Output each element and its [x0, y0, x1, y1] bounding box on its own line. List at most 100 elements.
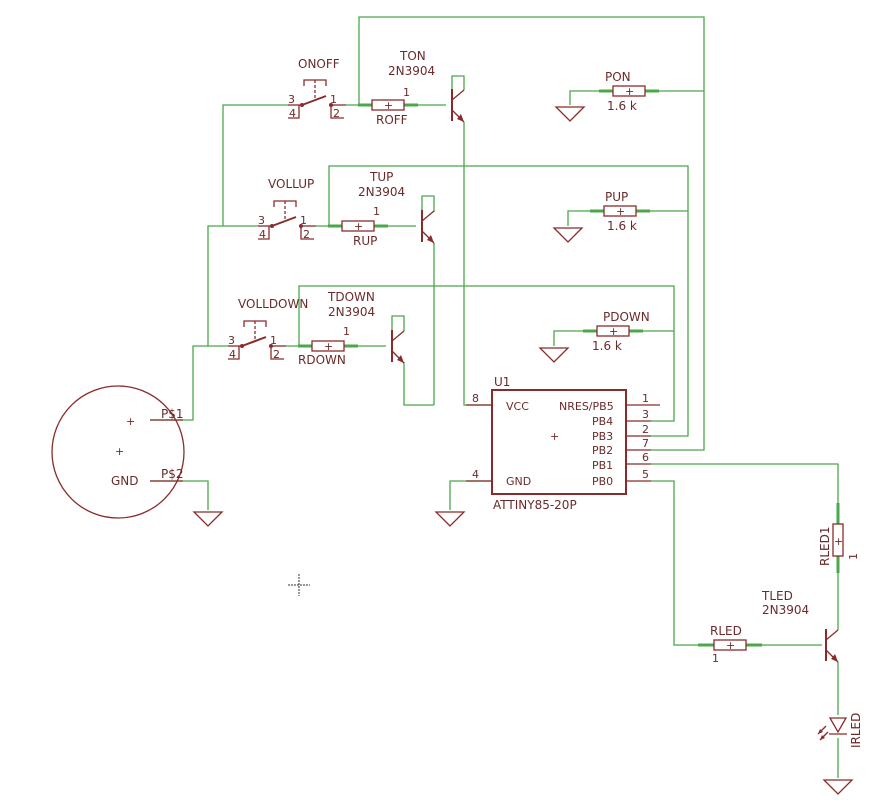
- chip-pin5-num: 5: [642, 468, 649, 481]
- resistor-pup-value: 1.6 k: [607, 219, 637, 233]
- transistor-tup-name: TUP: [369, 170, 393, 184]
- ground-icon-pon: [554, 106, 586, 122]
- svg-text:+: +: [616, 205, 625, 218]
- switch-onoff-pin2: 2: [333, 107, 340, 120]
- switch-vollup-pin4: 4: [259, 228, 266, 241]
- switch-onoff-name: ONOFF: [298, 57, 340, 71]
- switch-onoff[interactable]: ONOFF 3 4 1 2: [288, 57, 346, 120]
- resistor-roff-name: ROFF: [376, 113, 408, 127]
- chip-pin4-label: GND: [506, 475, 531, 488]
- resistor-pon[interactable]: PON + 1.6 k: [599, 70, 659, 113]
- switch-volldown[interactable]: VOLLDOWN 3 4 1 2: [228, 297, 308, 361]
- transistor-ton-part: 2N3904: [388, 64, 435, 78]
- switch-volldown-pin2: 2: [273, 348, 280, 361]
- chip-pin8-label: VCC: [506, 400, 529, 413]
- svg-text:+: +: [726, 639, 735, 652]
- resistor-rled1-pin: 1: [847, 553, 860, 560]
- chip-pin1-label: NRES/PB5: [559, 400, 614, 413]
- switch-vollup-pin2: 2: [303, 228, 310, 241]
- ir-led-name: IRLED: [849, 713, 863, 748]
- resistor-pup[interactable]: PUP + 1.6 k: [590, 190, 650, 233]
- resistor-roff-pin: 1: [403, 86, 410, 99]
- battery-gnd-label: GND: [111, 474, 139, 488]
- resistor-rled1-name: RLED1: [818, 527, 832, 566]
- resistor-pon-name: PON: [605, 70, 631, 84]
- resistor-rup-name: RUP: [353, 234, 377, 248]
- switch-volldown-pin4: 4: [229, 348, 236, 361]
- chip-pin3-label: PB4: [592, 415, 613, 428]
- wires: [150, 16, 839, 778]
- resistor-rled-name: RLED: [710, 624, 742, 638]
- transistor-tdown-name: TDOWN: [327, 290, 375, 304]
- transistor-tup-part: 2N3904: [358, 185, 405, 199]
- transistor-tled-part: 2N3904: [762, 603, 809, 617]
- chip-attiny85[interactable]: U1 + ATTINY85-20P 8 VCC 4 GND 1 NRES/PB5…: [466, 375, 660, 512]
- battery-pin1-label: P$1: [161, 407, 184, 421]
- chip-pin6-num: 6: [642, 451, 649, 464]
- ground-icon-pup: [552, 227, 584, 243]
- resistor-roff[interactable]: + ROFF 1: [358, 86, 418, 127]
- resistor-rdown[interactable]: + RDOWN 1: [298, 325, 358, 367]
- resistor-rdown-pin: 1: [343, 325, 350, 338]
- svg-text:+: +: [609, 325, 618, 338]
- svg-text:+: +: [115, 445, 124, 458]
- switch-vollup-pin3: 3: [258, 214, 265, 227]
- battery-pin2-label: P$2: [161, 467, 184, 481]
- ground-symbols: [192, 106, 854, 795]
- switch-onoff-pin4: 4: [289, 107, 296, 120]
- svg-text:+: +: [126, 415, 135, 428]
- resistor-rled-pin: 1: [712, 652, 719, 665]
- origin-crosshair: [288, 574, 310, 596]
- chip-pin7-num: 7: [642, 437, 649, 450]
- chip-pin4-num: 4: [472, 468, 479, 481]
- resistor-pdown[interactable]: PDOWN + 1.6 k: [583, 310, 650, 353]
- switch-volldown-pin3: 3: [228, 334, 235, 347]
- transistor-tdown[interactable]: TDOWN 2N3904: [327, 290, 405, 364]
- svg-text:+: +: [354, 220, 363, 233]
- chip-pin1-num: 1: [642, 392, 649, 405]
- ground-icon-battery: [192, 511, 224, 527]
- svg-text:+: +: [324, 340, 333, 353]
- resistor-pon-value: 1.6 k: [607, 99, 637, 113]
- switch-vollup-name: VOLLUP: [268, 177, 314, 191]
- chip-part: ATTINY85-20P: [493, 498, 577, 512]
- svg-text:+: +: [550, 430, 559, 443]
- ground-icon-chip: [434, 511, 466, 527]
- chip-pin3-num: 3: [642, 408, 649, 421]
- svg-text:+: +: [625, 85, 634, 98]
- ground-icon-led: [822, 779, 854, 795]
- switch-onoff-pin1: 1: [330, 93, 337, 106]
- resistor-rup[interactable]: + RUP 1: [328, 205, 388, 248]
- resistor-rled1[interactable]: + RLED1 1: [818, 503, 860, 573]
- chip-pin6-label: PB1: [592, 459, 613, 472]
- ground-icon-pdown: [538, 347, 570, 363]
- chip-name: U1: [494, 375, 510, 389]
- ir-led[interactable]: IRLED: [817, 713, 863, 748]
- chip-pin8-num: 8: [472, 392, 479, 405]
- resistor-rup-pin: 1: [373, 205, 380, 218]
- switch-onoff-pin3: 3: [288, 93, 295, 106]
- chip-pin2-label: PB3: [592, 430, 613, 443]
- transistor-ton-name: TON: [399, 49, 426, 63]
- battery-holder[interactable]: + + GND P$1 P$2: [51, 385, 185, 519]
- resistor-pup-name: PUP: [605, 190, 628, 204]
- switch-volldown-name: VOLLDOWN: [238, 297, 308, 311]
- svg-text:+: +: [834, 535, 843, 548]
- switch-vollup-pin1: 1: [300, 214, 307, 227]
- resistor-pdown-value: 1.6 k: [592, 339, 622, 353]
- switch-volldown-pin1: 1: [270, 334, 277, 347]
- resistor-rled[interactable]: RLED + 1: [698, 624, 762, 665]
- switch-vollup[interactable]: VOLLUP 3 4 1 2: [258, 177, 316, 241]
- transistor-tled-name: TLED: [761, 589, 793, 603]
- transistor-ton[interactable]: TON 2N3904: [388, 49, 465, 123]
- resistor-rdown-name: RDOWN: [298, 353, 346, 367]
- transistor-tled[interactable]: TLED 2N3904: [761, 589, 839, 663]
- transistor-tup[interactable]: TUP 2N3904: [358, 170, 435, 244]
- svg-text:+: +: [384, 99, 393, 112]
- resistor-pdown-name: PDOWN: [603, 310, 650, 324]
- chip-pin2-num: 2: [642, 423, 649, 436]
- chip-pin5-label: PB0: [592, 475, 613, 488]
- transistor-tdown-part: 2N3904: [328, 305, 375, 319]
- chip-pin7-label: PB2: [592, 444, 613, 457]
